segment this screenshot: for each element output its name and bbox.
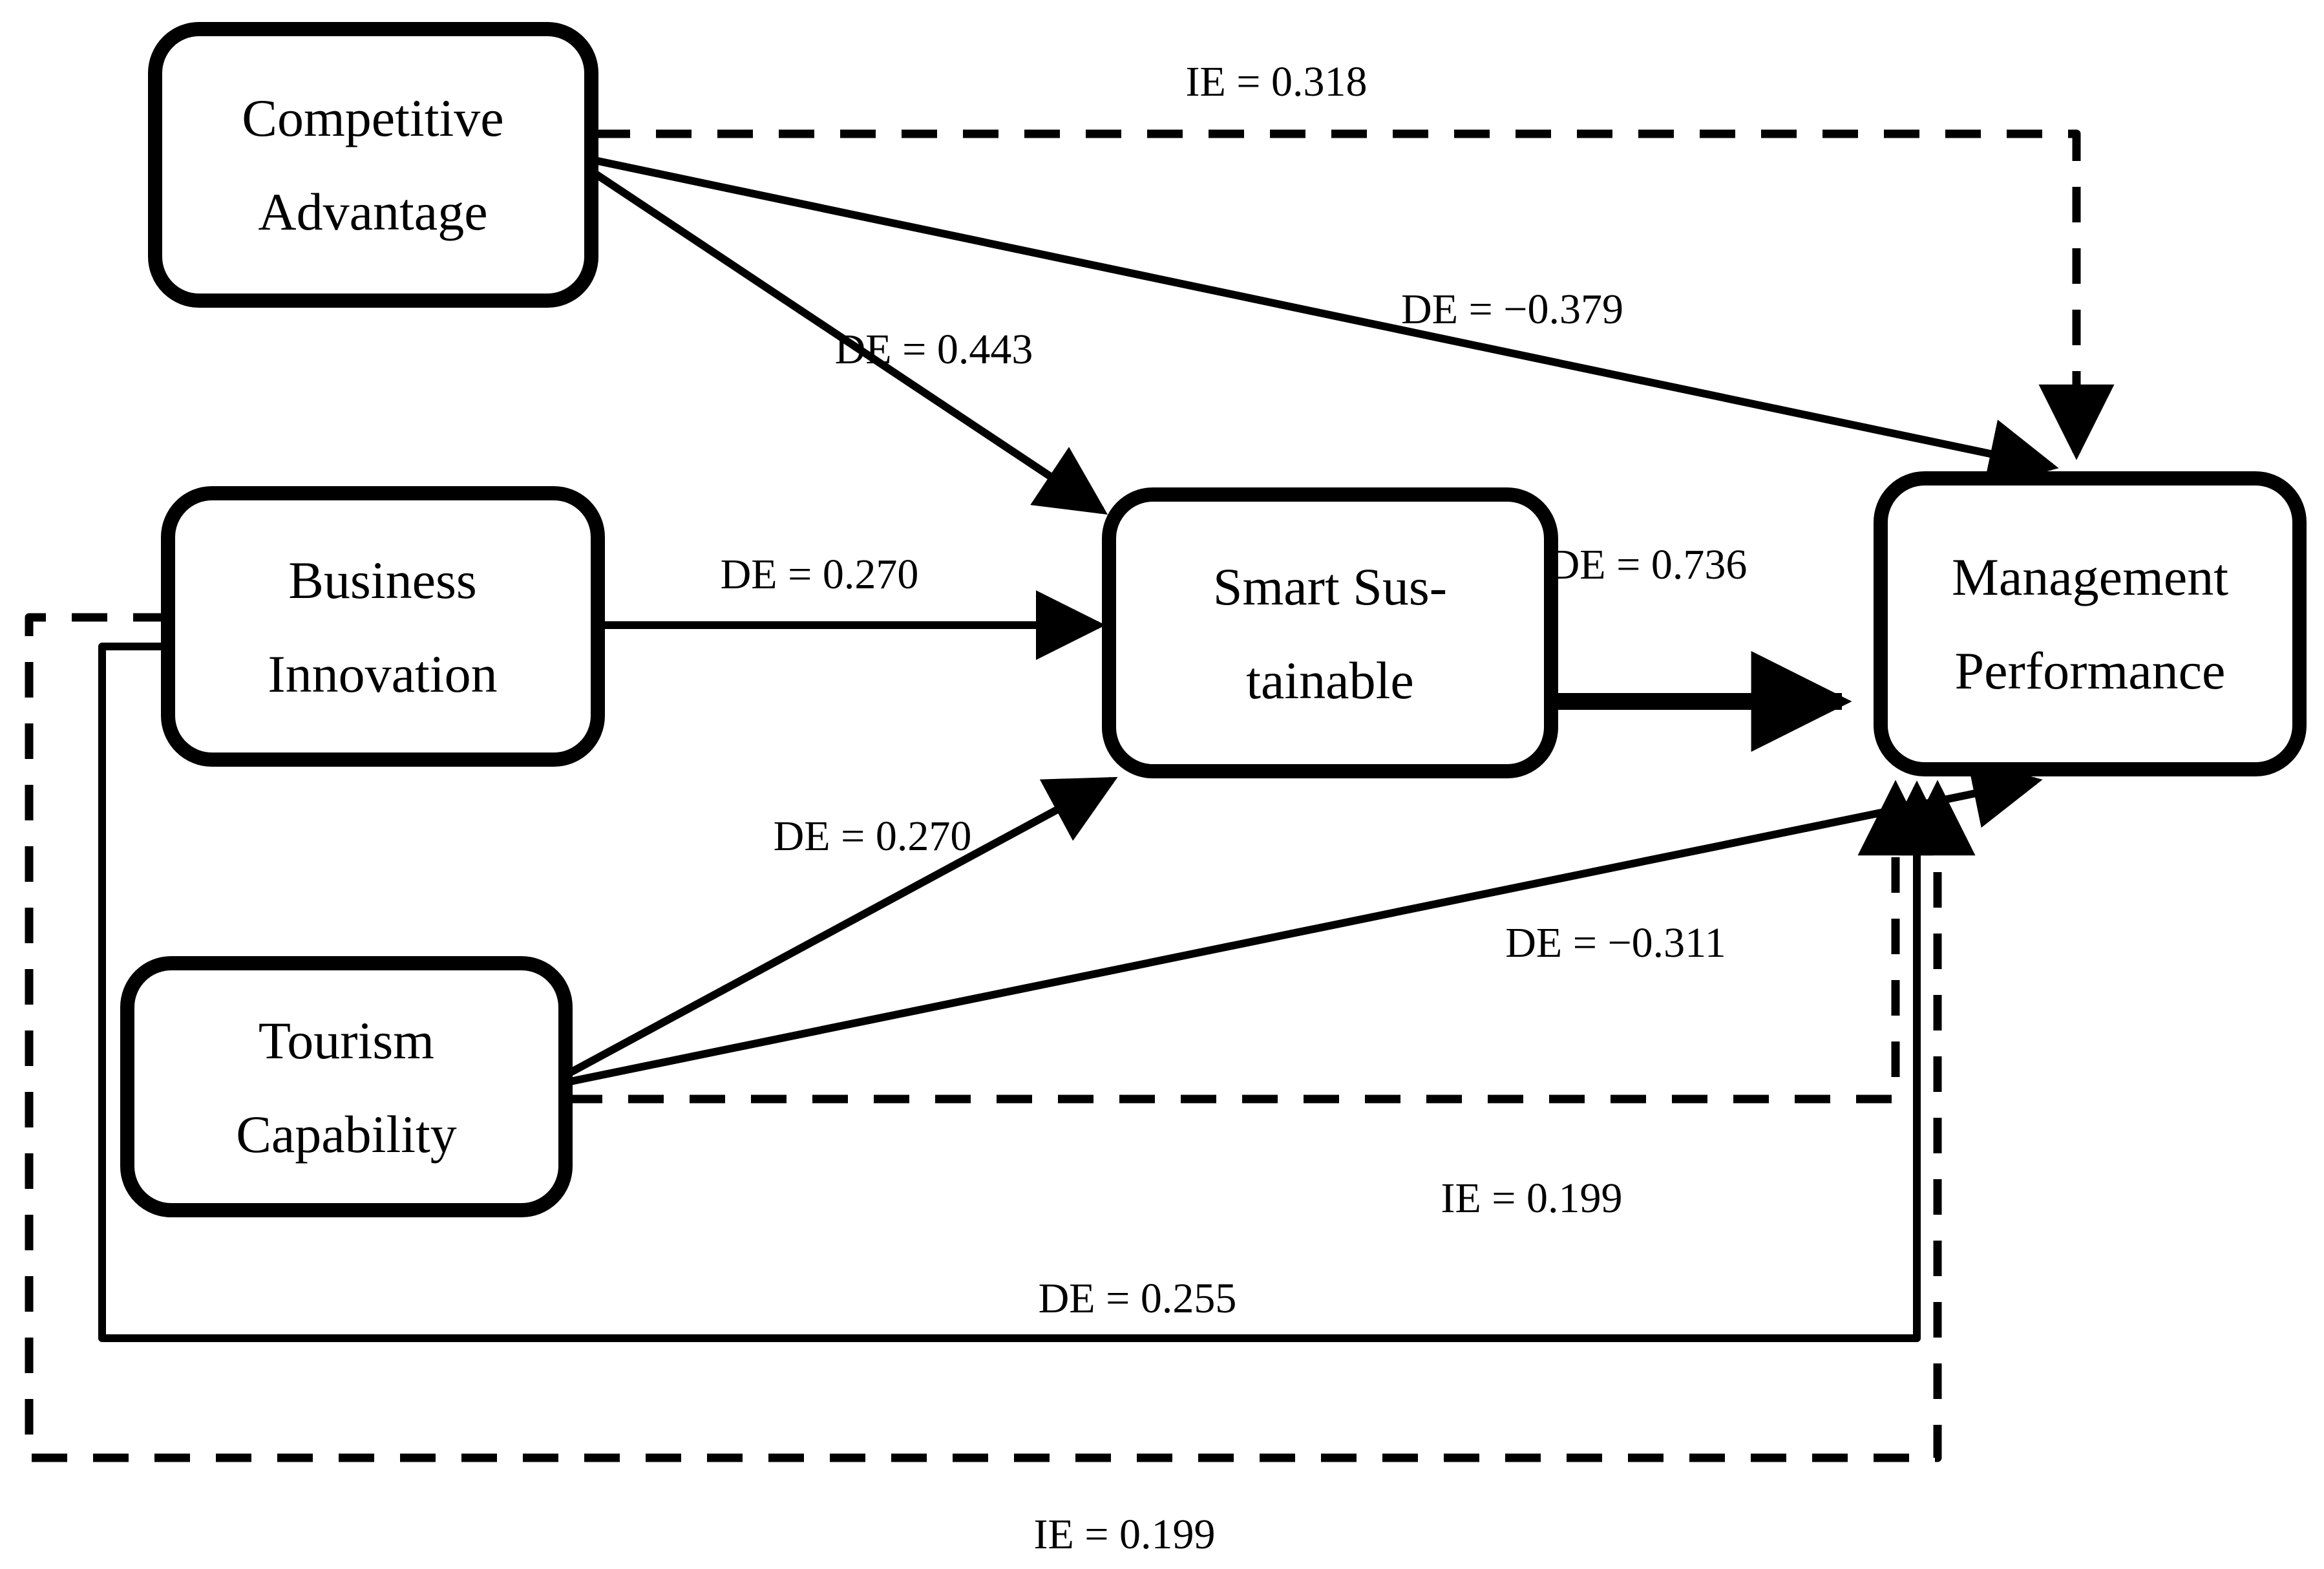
edge-line-dashed <box>25 613 1976 1462</box>
node-label-line2: Capability <box>236 1105 457 1164</box>
edge-line-dashed <box>595 129 2115 460</box>
node-label-line2: tainable <box>1246 651 1414 710</box>
node-competitive-advantage: Competitive Advantage <box>148 22 598 308</box>
edge-tourism-capability-management-performance-indirect: IE = 0.199 <box>567 780 1934 1222</box>
edge-label: DE = 0.270 <box>774 813 972 860</box>
node-label-line2: Performance <box>1955 641 2226 700</box>
edge-label: IE = 0.199 <box>1033 1511 1215 1558</box>
edge-line-solid <box>592 170 1108 515</box>
node-label-line1: Management <box>1952 548 2228 606</box>
node-tourism-capability: Tourism Capability <box>120 956 573 1217</box>
edge-line-solid <box>593 156 2059 488</box>
edge-line-solid <box>565 776 1118 1078</box>
edge-tourism-capability-management-performance-direct: DE = −0.311 <box>565 759 2043 1086</box>
edge-line-solid <box>98 643 1952 1342</box>
edge-label: DE = 0.443 <box>835 326 1033 373</box>
edge-label: DE = −0.311 <box>1505 919 1726 966</box>
edge-business-innovation-management-performance-direct: DE = 0.255 <box>98 643 1952 1342</box>
edge-label: DE = 0.736 <box>1549 541 1748 588</box>
edge-label: DE = −0.379 <box>1401 286 1623 333</box>
node-box <box>1874 471 2307 776</box>
node-box <box>1102 487 1558 778</box>
edge-label: IE = 0.318 <box>1185 58 1367 105</box>
node-box <box>148 22 598 308</box>
edge-business-innovation-smart-sustainable-direct: DE = 0.270 <box>599 551 1106 660</box>
node-label-line1: Tourism <box>259 1011 434 1070</box>
node-label-line1: Competitive <box>242 89 503 147</box>
edge-label: DE = 0.255 <box>1039 1275 1237 1322</box>
edge-competitive-advantage-management-performance-direct: DE = −0.379 <box>593 156 2059 488</box>
edge-competitive-advantage-management-performance-indirect: IE = 0.318 <box>595 58 2115 460</box>
edge-label: IE = 0.199 <box>1441 1175 1622 1222</box>
edge-line-dashed <box>567 780 1934 1104</box>
edge-smart-sustainable-management-performance-direct: DE = 0.736 <box>1549 541 1852 752</box>
node-management-performance: Management Performance <box>1874 471 2307 776</box>
node-box <box>161 486 605 767</box>
node-box <box>120 956 573 1217</box>
node-label-line1: Business <box>288 551 477 610</box>
node-business-innovation: Business Innovation <box>161 486 605 767</box>
edge-business-innovation-management-performance-indirect: IE = 0.199 <box>25 613 1976 1558</box>
edge-competitive-advantage-smart-sustainable-direct: DE = 0.443 <box>592 170 1108 515</box>
node-label-line2: Innovation <box>268 645 497 703</box>
node-label-line1: Smart Sus- <box>1213 557 1447 616</box>
node-smart-sustainable: Smart Sus- tainable <box>1102 487 1558 778</box>
edge-tourism-capability-smart-sustainable-direct: DE = 0.270 <box>565 776 1118 1078</box>
edge-label: DE = 0.270 <box>721 551 919 598</box>
edge-line-solid <box>565 759 2043 1086</box>
node-label-line2: Advantage <box>258 182 487 241</box>
